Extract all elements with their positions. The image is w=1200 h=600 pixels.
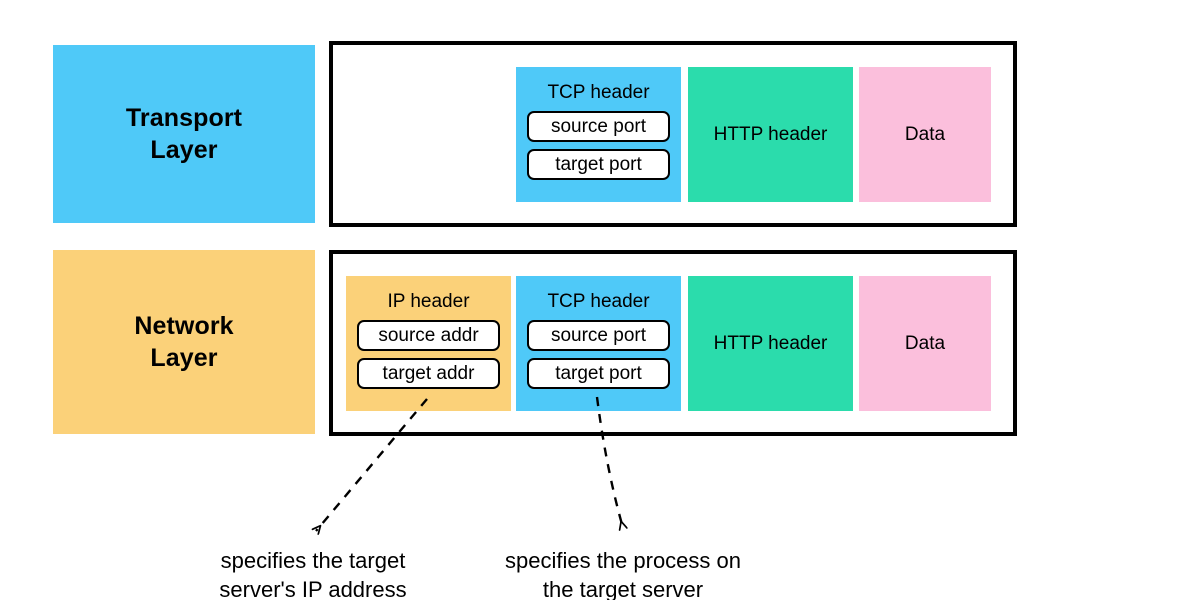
field-source-addr: source addr — [357, 320, 500, 351]
annotation-process-line1: specifies the process on — [504, 548, 742, 573]
block-title-tcp-header: TCP header — [547, 291, 650, 312]
block-title-http-header: HTTP header — [713, 124, 828, 145]
layer-label-transport-line2: Layer — [150, 136, 218, 164]
block-title-data: Data — [904, 333, 946, 354]
block-network-ip-header: IP header source addr target addr — [346, 276, 511, 411]
block-title-data: Data — [904, 124, 946, 145]
block-network-tcp-header: TCP header source port target port — [516, 276, 681, 411]
annotation-ip-line2: server's IP address — [219, 577, 407, 600]
block-title-ip-header: IP header — [387, 291, 470, 312]
field-target-port: target port — [527, 149, 670, 180]
layer-label-transport: Transport Layer — [53, 45, 315, 223]
layer-label-network: Network Layer — [53, 250, 315, 434]
annotation-process-line2: the target server — [542, 577, 704, 600]
block-transport-tcp-header: TCP header source port target port — [516, 67, 681, 202]
block-network-http-header: HTTP header — [688, 276, 853, 411]
block-transport-http-header: HTTP header — [688, 67, 853, 202]
field-source-port: source port — [527, 111, 670, 142]
annotation-caption-ip-address: specifies the target server's IP address — [200, 546, 426, 600]
block-transport-data: Data — [859, 67, 991, 202]
layer-label-network-line1: Network — [134, 312, 234, 340]
block-title-http-header: HTTP header — [713, 333, 828, 354]
annotation-ip-line1: specifies the target — [220, 548, 406, 573]
layer-label-network-line2: Layer — [150, 344, 218, 372]
block-title-tcp-header: TCP header — [547, 82, 650, 103]
annotation-caption-process: specifies the process on the target serv… — [482, 546, 764, 600]
layer-label-transport-line1: Transport — [125, 104, 243, 132]
field-target-addr: target addr — [357, 358, 500, 389]
field-source-port: source port — [527, 320, 670, 351]
block-network-data: Data — [859, 276, 991, 411]
field-target-port: target port — [527, 358, 670, 389]
